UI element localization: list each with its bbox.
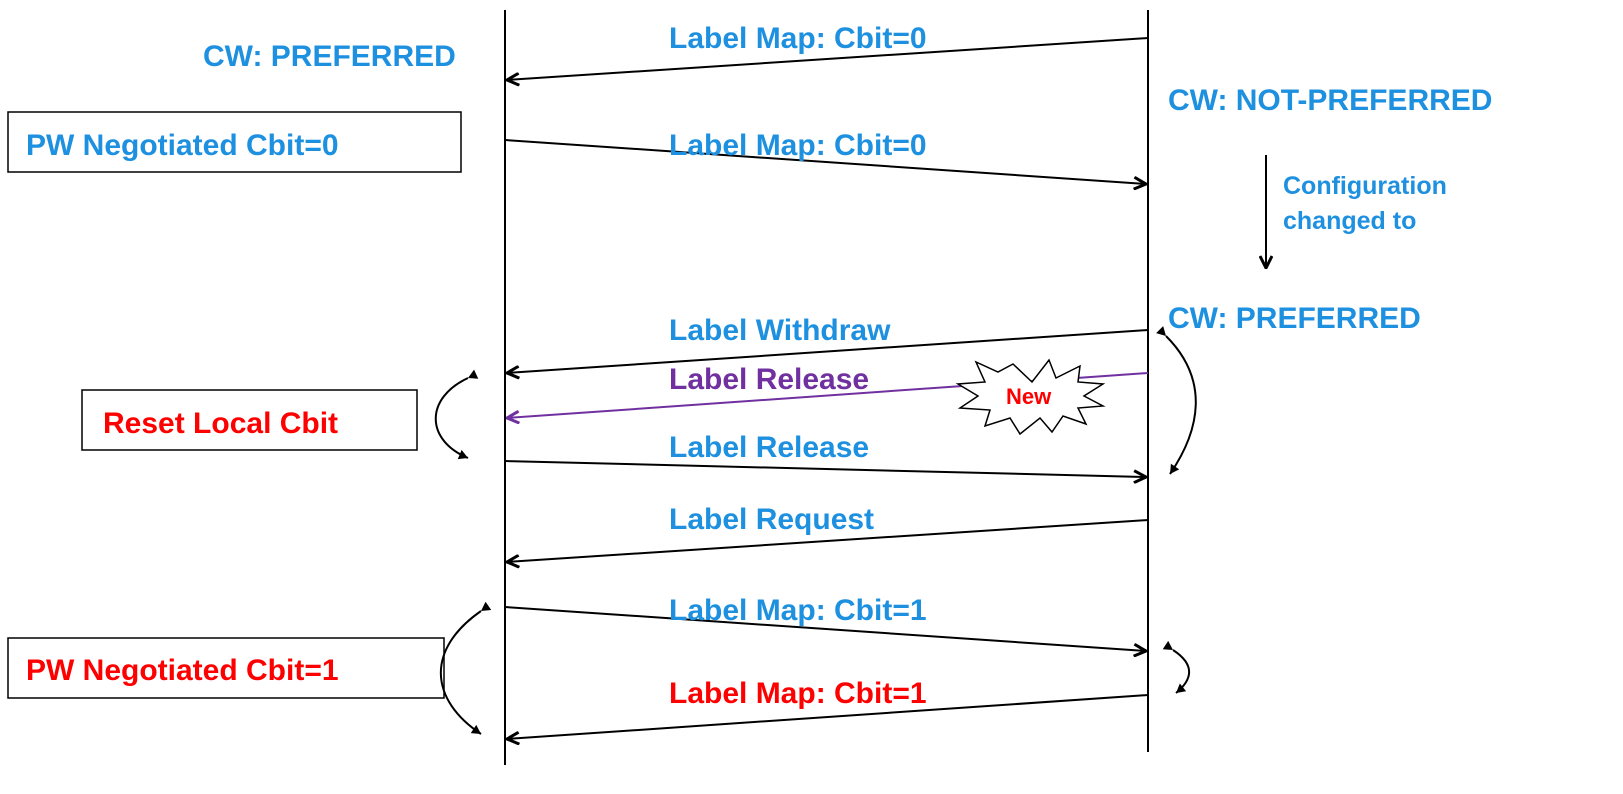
config-line2: changed to [1283, 207, 1416, 235]
box-negotiated-0-label: PW Negotiated Cbit=0 [26, 129, 339, 162]
box-negotiated-0 [7, 111, 462, 173]
box-negotiated-1-label: PW Negotiated Cbit=1 [26, 654, 339, 687]
config-line1: Configuration [1283, 172, 1447, 200]
msg-3-label: Label Withdraw [669, 314, 891, 347]
box-reset-label: Reset Local Cbit [103, 407, 338, 440]
msg-1-arrow [507, 37, 1149, 80]
msg-7-label: Label Map: Cbit=1 [669, 594, 927, 627]
msg-8-arrow [507, 694, 1149, 739]
box-reset-local-cbit [81, 389, 418, 451]
new-badge-label: New [1006, 384, 1052, 409]
msg-6-arrow [507, 519, 1149, 562]
msg-7-arrow [504, 606, 1146, 651]
msg-8-label: Label Map: Cbit=1 [669, 677, 927, 710]
msg-2-arrow [504, 139, 1146, 184]
msg-2-label: Label Map: Cbit=0 [669, 129, 927, 162]
msg-5-arrow [504, 460, 1146, 477]
right-curve-arrow-release [1156, 326, 1197, 475]
right-cw-new: CW: PREFERRED [1168, 302, 1421, 335]
msg-1-label: Label Map: Cbit=0 [669, 22, 927, 55]
msg-3-arrow [507, 329, 1149, 373]
box-negotiated-1 [7, 637, 445, 699]
msg-5-label: Label Release [669, 431, 869, 464]
new-starburst [955, 358, 1106, 436]
msg-4-label: Label Release [669, 363, 869, 396]
left-cw-state: CW: PREFERRED [203, 40, 456, 73]
right-cw-initial: CW: NOT-PREFERRED [1168, 84, 1492, 117]
right-curve-arrow-map [1162, 640, 1191, 694]
msg-6-label: Label Request [669, 503, 874, 536]
left-curve-arrow-reset [434, 369, 479, 460]
left-curve-arrow-negotiated [439, 601, 492, 735]
